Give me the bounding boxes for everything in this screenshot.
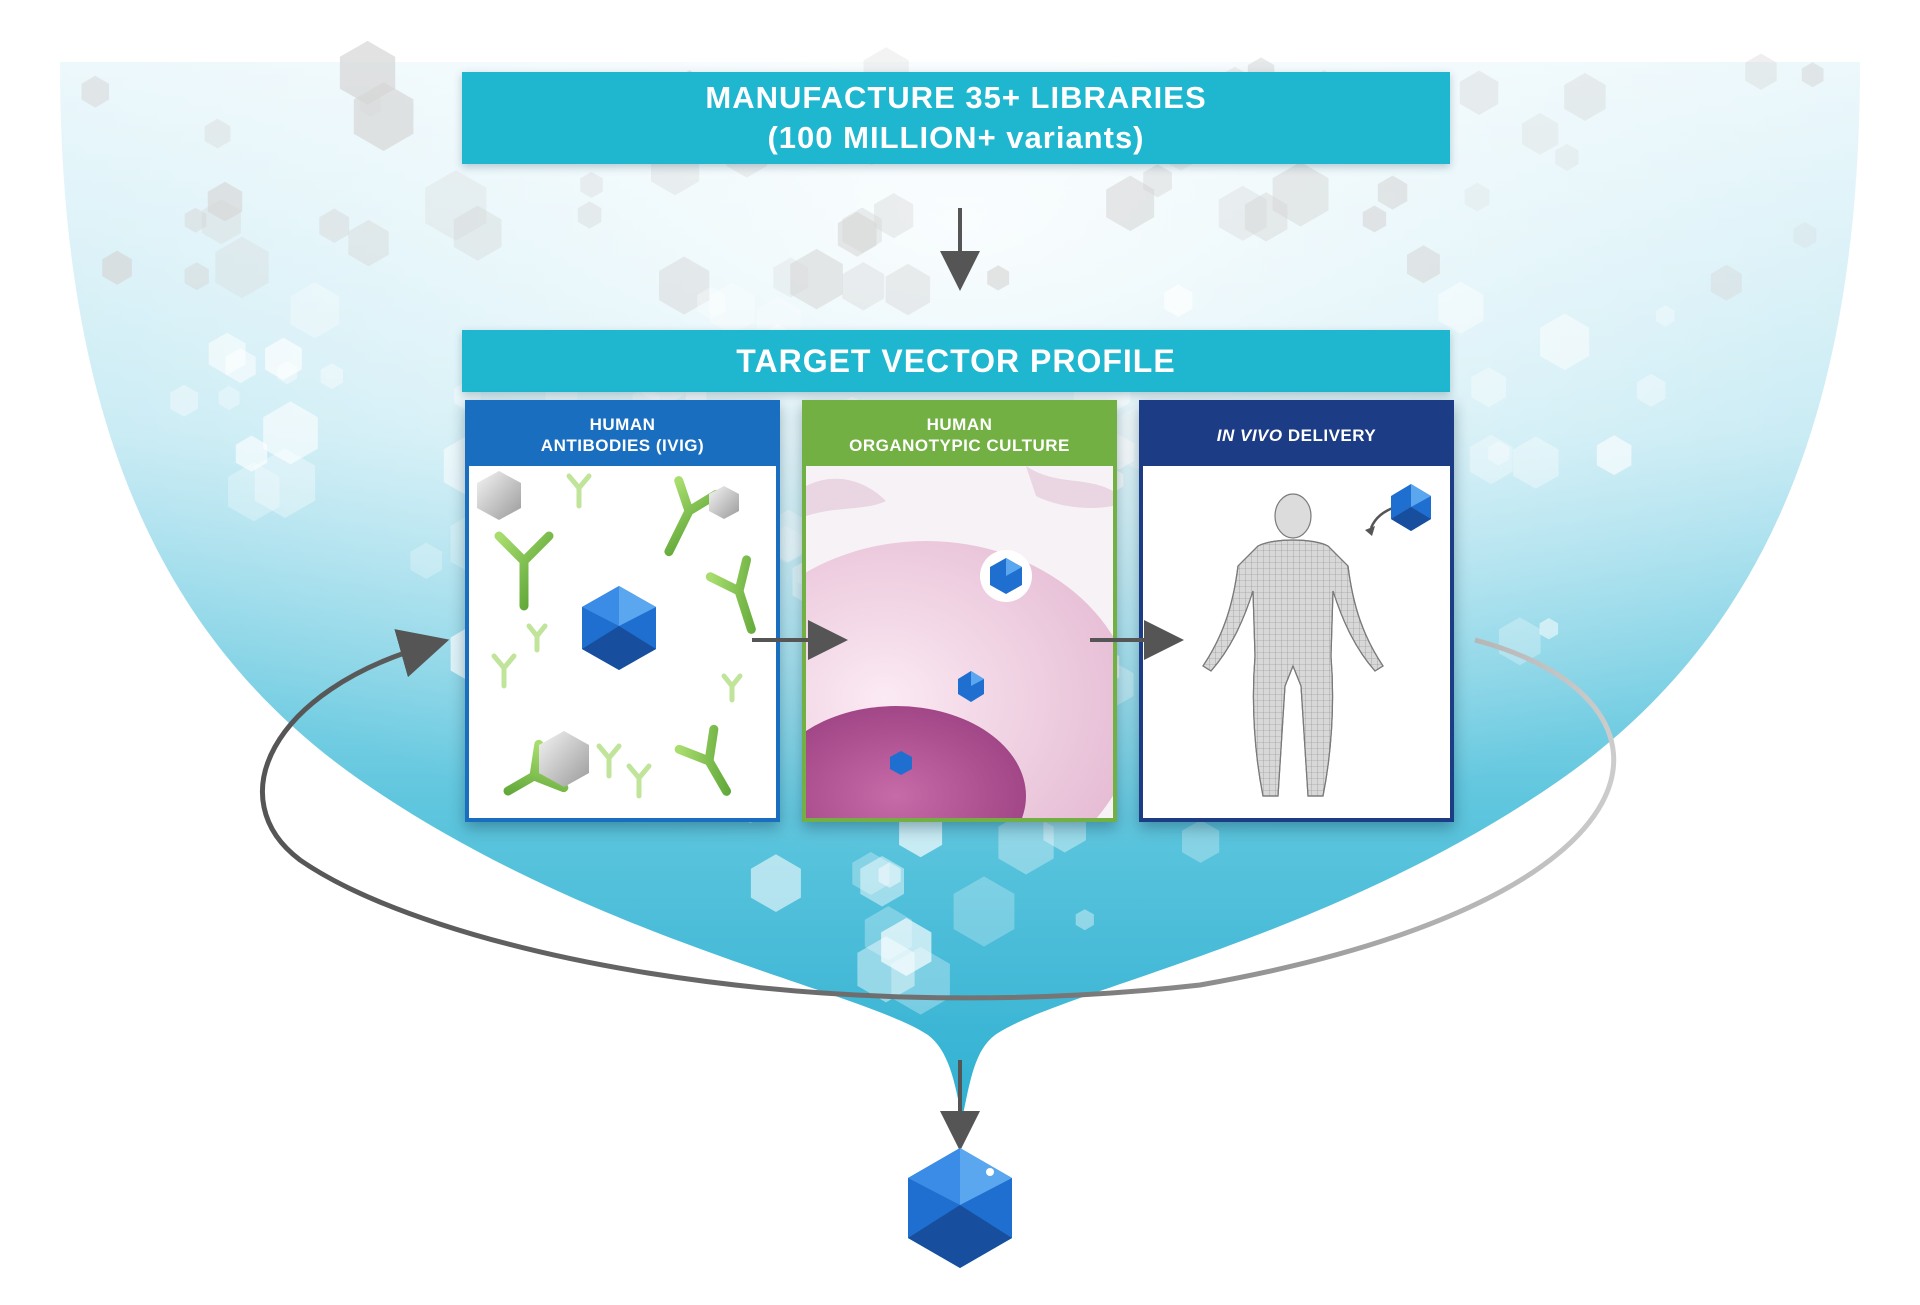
background-capsid-particle bbox=[1540, 313, 1590, 371]
antibody-icon bbox=[664, 476, 721, 557]
panel-invivo-italic: IN VIVO bbox=[1216, 425, 1283, 445]
background-capsid-particle bbox=[1469, 434, 1513, 485]
target-vector-profile-banner: TARGET VECTOR PROFILE bbox=[462, 330, 1450, 392]
background-capsid-particle bbox=[842, 262, 885, 311]
panel-ivig-header: HUMAN ANTIBODIES (IVIG) bbox=[469, 404, 776, 466]
background-capsid-particle bbox=[1596, 435, 1632, 476]
banner-top-line2: (100 MILLION+ variants) bbox=[767, 120, 1145, 155]
grey-capsid-icon bbox=[477, 471, 521, 520]
background-capsid-particle bbox=[1801, 62, 1824, 88]
background-capsid-particle bbox=[659, 256, 710, 315]
panel-in-vivo-delivery: IN VIVO DELIVERY bbox=[1139, 400, 1454, 822]
antibody-icon bbox=[674, 724, 731, 796]
panel-invivo-rest: DELIVERY bbox=[1282, 425, 1377, 445]
background-capsid-particle bbox=[215, 236, 269, 299]
background-capsid-particle bbox=[81, 75, 109, 108]
background-capsid-particle bbox=[1513, 436, 1559, 489]
panel-culture-illustration bbox=[806, 466, 1113, 818]
background-capsid-particle bbox=[1244, 192, 1288, 242]
background-capsid-particle bbox=[1459, 70, 1499, 115]
background-capsid-particle bbox=[1464, 182, 1490, 212]
background-capsid-particle bbox=[1745, 53, 1777, 90]
background-capsid-particle bbox=[580, 171, 603, 198]
background-capsid-particle bbox=[218, 385, 240, 411]
background-capsid-particle bbox=[790, 248, 843, 310]
background-capsid-particle bbox=[254, 448, 316, 518]
background-capsid-particle bbox=[102, 250, 132, 285]
blue-capsid-icon bbox=[1391, 484, 1431, 531]
panel-invivo-illustration bbox=[1143, 466, 1450, 818]
human-body-icon bbox=[1202, 493, 1384, 797]
background-capsid-particle bbox=[1564, 73, 1606, 121]
panel-organotypic-culture: HUMAN ORGANOTYPIC CULTURE bbox=[802, 400, 1117, 822]
panel-ivig-line2: ANTIBODIES (IVIG) bbox=[540, 436, 705, 455]
background-capsid-particle bbox=[1488, 441, 1510, 466]
background-capsid-particle bbox=[1636, 373, 1666, 407]
background-capsid-particle bbox=[1106, 175, 1155, 232]
panel-human-antibodies: HUMAN ANTIBODIES (IVIG) bbox=[465, 400, 780, 822]
background-capsid-particle bbox=[425, 170, 487, 241]
background-capsid-particle bbox=[874, 193, 914, 239]
background-capsid-particle bbox=[1362, 205, 1387, 233]
background-capsid-particle bbox=[577, 201, 602, 229]
background-capsid-particle bbox=[885, 263, 931, 316]
panel-invivo-header: IN VIVO DELIVERY bbox=[1143, 404, 1450, 466]
background-capsid-particle bbox=[1438, 281, 1484, 334]
background-capsid-particle bbox=[228, 462, 280, 522]
background-capsid-particle bbox=[290, 282, 339, 339]
antibody-icon bbox=[705, 555, 756, 634]
panel-ivig-line1: HUMAN bbox=[589, 415, 656, 434]
background-capsid-particle bbox=[987, 265, 1010, 291]
background-capsid-particle bbox=[1555, 143, 1579, 171]
background-capsid-particle bbox=[207, 181, 243, 222]
background-capsid-particle bbox=[1407, 245, 1440, 284]
background-capsid-particle bbox=[184, 207, 207, 233]
background-capsid-particle bbox=[709, 282, 755, 335]
background-capsid-particle bbox=[1656, 305, 1675, 327]
background-capsid-particle bbox=[235, 435, 268, 472]
background-capsid-particle bbox=[319, 208, 350, 243]
background-capsid-particle bbox=[1218, 185, 1267, 241]
blue-capsid-icon bbox=[990, 558, 1022, 594]
background-capsid-particle bbox=[1272, 162, 1329, 227]
manufacture-libraries-banner: MANUFACTURE 35+ LIBRARIES (100 MILLION+ … bbox=[462, 72, 1450, 164]
background-capsid-particle bbox=[453, 205, 502, 261]
background-capsid-particle bbox=[1471, 367, 1507, 408]
background-capsid-particle bbox=[697, 286, 726, 320]
background-capsid-particle bbox=[837, 211, 877, 257]
background-capsid-particle bbox=[1710, 264, 1742, 301]
background-capsid-particle bbox=[265, 337, 302, 381]
background-capsid-particle bbox=[339, 40, 396, 105]
background-capsid-particle bbox=[1377, 175, 1408, 210]
background-capsid-particle bbox=[320, 363, 343, 389]
panel-culture-line2: ORGANOTYPIC CULTURE bbox=[849, 436, 1070, 455]
panel-ivig-illustration bbox=[469, 466, 776, 818]
background-capsid-particle bbox=[1793, 222, 1817, 249]
antibody-icon bbox=[494, 531, 554, 611]
background-capsid-particle bbox=[410, 542, 442, 579]
background-capsid-particle bbox=[263, 401, 318, 465]
background-capsid-particle bbox=[1522, 112, 1559, 155]
background-capsid-particle bbox=[170, 384, 198, 417]
background-capsid-particle bbox=[204, 118, 231, 149]
background-capsid-particle bbox=[1539, 618, 1559, 640]
grey-capsid-icon bbox=[709, 486, 739, 519]
background-capsid-particle bbox=[184, 262, 209, 291]
panel-culture-header: HUMAN ORGANOTYPIC CULTURE bbox=[806, 404, 1113, 466]
background-capsid-particle bbox=[1164, 284, 1193, 317]
background-capsid-particle bbox=[225, 348, 256, 384]
banner-top-line1: MANUFACTURE 35+ LIBRARIES bbox=[705, 80, 1207, 115]
panel-culture-line1: HUMAN bbox=[926, 415, 993, 434]
background-capsid-particle bbox=[1143, 164, 1172, 198]
blue-capsid-icon bbox=[582, 586, 656, 670]
background-capsid-particle bbox=[348, 219, 389, 267]
